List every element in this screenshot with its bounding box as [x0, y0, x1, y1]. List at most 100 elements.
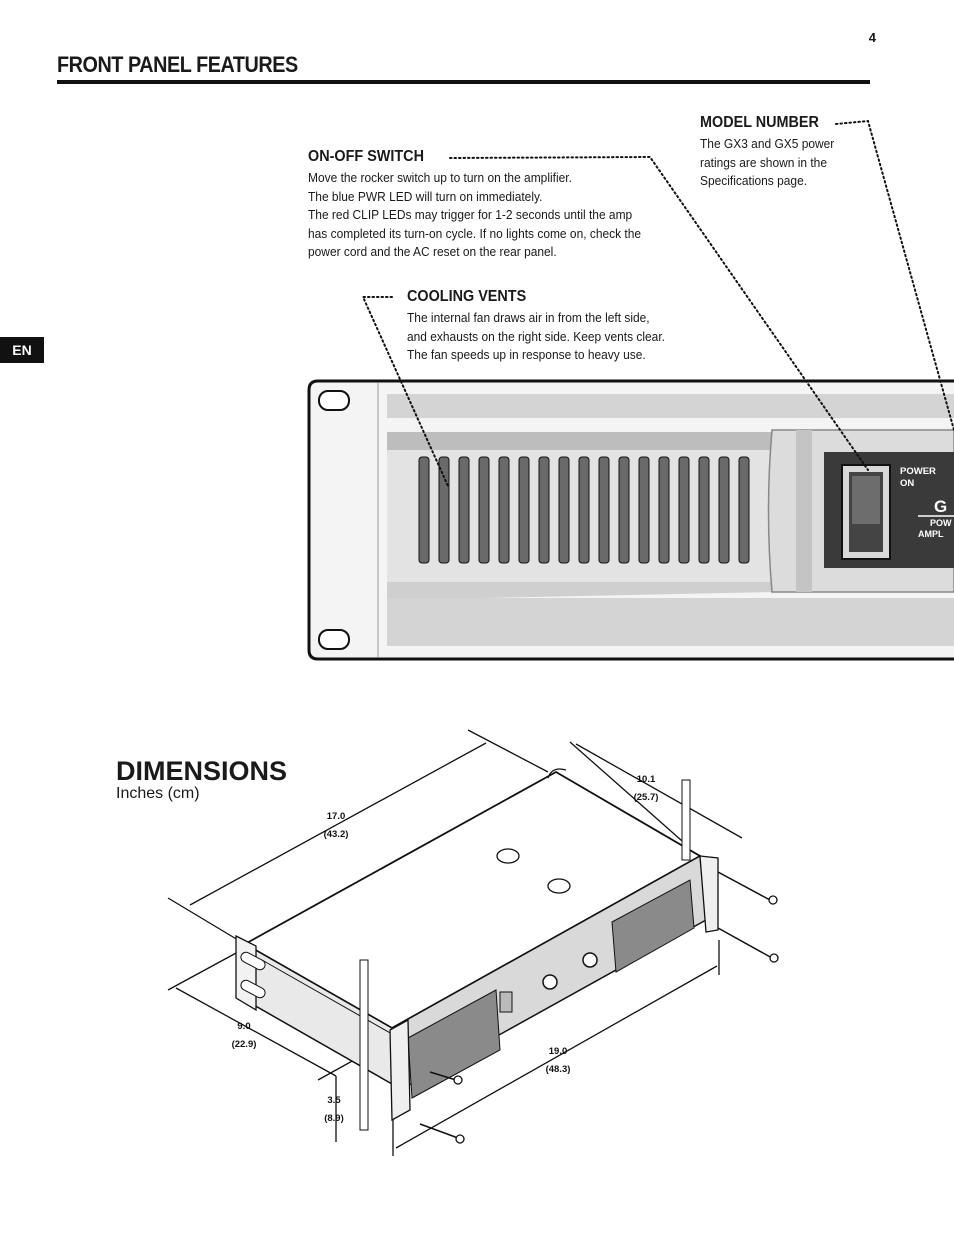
gain-knob-b — [582, 952, 598, 968]
rear-depth-dimension-line — [575, 743, 743, 839]
dimensions-drawing: 17.0 (43.2) 10.1 (25.7) 9.0 (22.9) 3.5 (… — [167, 729, 779, 1156]
on-off-switch-line: power cord and the AC reset on the rear … — [308, 244, 557, 260]
front-panel-illustration: POWER ON G POW AMPL — [307, 119, 954, 661]
model-logo: G — [934, 497, 947, 516]
rack-rail-left — [359, 959, 369, 1131]
on-off-switch-heading: ON-OFF SWITCH — [308, 148, 424, 165]
model-number-leader — [835, 119, 954, 431]
vent-slot — [638, 456, 650, 564]
vent-slot — [658, 456, 670, 564]
height-cm-label: (8.9) — [324, 1113, 344, 1124]
screw-head — [769, 953, 779, 963]
side-depth-inches-label: 9.0 — [237, 1021, 250, 1032]
page-number: 4 — [868, 30, 876, 45]
vent-slot — [518, 456, 530, 564]
pow-label: POW — [930, 518, 952, 528]
dimensions-units: Inches (cm) — [116, 785, 200, 802]
vent-slot — [478, 456, 490, 564]
vent-slot — [578, 456, 590, 564]
front-left-rack-ear — [389, 1018, 411, 1122]
depth-inches-label: 17.0 — [327, 811, 346, 822]
model-number-line: The GX3 and GX5 power — [700, 136, 835, 151]
handle-rear — [547, 768, 567, 779]
on-off-switch-line: The red CLIP LEDs may trigger for 1-2 se… — [308, 207, 633, 223]
cooling-vents-line: and exhausts on the right side. Keep ven… — [407, 328, 665, 344]
side-depth-cm-label: (22.9) — [232, 1039, 257, 1050]
vent-slot — [698, 456, 710, 564]
rack-rail-right — [681, 779, 691, 861]
gain-knob-a — [542, 974, 558, 990]
cooling-vents-text: The internal fan draws air in from the l… — [407, 309, 683, 365]
ext-line — [167, 951, 239, 991]
cooling-vents-leader — [361, 296, 449, 487]
rack-screw — [419, 1123, 459, 1139]
rear-depth-inches-label: 10.1 — [637, 774, 656, 785]
on-label: ON — [900, 478, 914, 489]
cooling-vents-heading: COOLING VENTS — [407, 288, 527, 305]
ext-line — [167, 897, 239, 941]
front-left-vent — [407, 989, 501, 1099]
section-title-front-panel: FRONT PANEL FEATURES — [57, 52, 298, 77]
vent-slot — [718, 456, 730, 564]
ear-slot — [240, 979, 266, 999]
vent-slot — [538, 456, 550, 564]
cooling-vents-group — [418, 456, 750, 564]
top-screw-hole — [547, 878, 571, 894]
screw-head — [453, 1075, 463, 1085]
front-right-rack-ear — [699, 855, 719, 933]
language-tab: EN — [0, 337, 44, 363]
ext-line — [569, 741, 691, 849]
vent-slot — [458, 456, 470, 564]
front-right-vent — [611, 879, 695, 973]
on-off-switch-leader — [449, 155, 869, 471]
side-depth-dimension-line — [175, 987, 337, 1077]
on-off-switch-line: has completed its turn-on cycle. If no l… — [308, 225, 642, 241]
title-rule — [57, 80, 870, 84]
rack-hole-top — [318, 390, 350, 411]
left-rack-ear — [235, 934, 257, 1012]
rack-screw — [717, 871, 771, 901]
cooling-vents-line: The fan speeds up in response to heavy u… — [407, 347, 646, 363]
vent-slot — [558, 456, 570, 564]
rack-hole-bottom — [318, 629, 350, 650]
height-inches-label: 3.5 — [327, 1095, 341, 1106]
model-number-heading: MODEL NUMBER — [700, 114, 819, 131]
model-number-text: The GX3 and GX5 power ratings are shown … — [700, 135, 861, 191]
vent-panel-bevel — [387, 582, 777, 600]
vent-slot — [418, 456, 430, 564]
chassis-top-band — [387, 394, 954, 418]
rack-screw — [429, 1071, 457, 1081]
depth-dimension-line — [189, 742, 487, 906]
power-label: POWER — [900, 466, 936, 477]
screw-head — [455, 1134, 465, 1144]
ampl-label: AMPL — [918, 529, 944, 539]
depth-cm-label: (43.2) — [324, 829, 349, 840]
rocker-upper — [852, 476, 880, 524]
top-screw-hole — [496, 848, 520, 864]
width-dimension-line — [395, 965, 718, 1149]
front-power-switch — [499, 991, 513, 1013]
screw-head — [768, 895, 778, 905]
vent-slot — [678, 456, 690, 564]
on-off-switch-line: Move the rocker switch up to turn on the… — [308, 170, 572, 185]
ext-line — [467, 729, 549, 773]
on-off-switch-line: The blue PWR LED will turn on immediatel… — [308, 188, 543, 204]
bezel-ridge — [796, 430, 812, 592]
vent-slot — [598, 456, 610, 564]
cooling-vents-line: The internal fan draws air in from the l… — [407, 310, 650, 325]
width-inches-label: 19.0 — [549, 1046, 568, 1057]
dimensions-title: DIMENSIONS — [116, 756, 288, 786]
vent-slot — [738, 456, 750, 564]
ear-slot — [240, 951, 266, 971]
rear-depth-cm-label: (25.7) — [634, 792, 659, 803]
vent-slot — [618, 456, 630, 564]
rack-screw — [717, 927, 773, 959]
width-cm-label: (48.3) — [546, 1064, 571, 1075]
on-off-switch-text: Move the rocker switch up to turn on the… — [308, 169, 658, 262]
chassis-bottom-band — [387, 598, 954, 646]
vent-slot — [438, 456, 450, 564]
side-edge — [261, 959, 393, 1035]
vent-slot — [498, 456, 510, 564]
model-number-line: ratings are shown in the — [700, 154, 827, 170]
model-number-line: Specifications page. — [700, 173, 808, 189]
